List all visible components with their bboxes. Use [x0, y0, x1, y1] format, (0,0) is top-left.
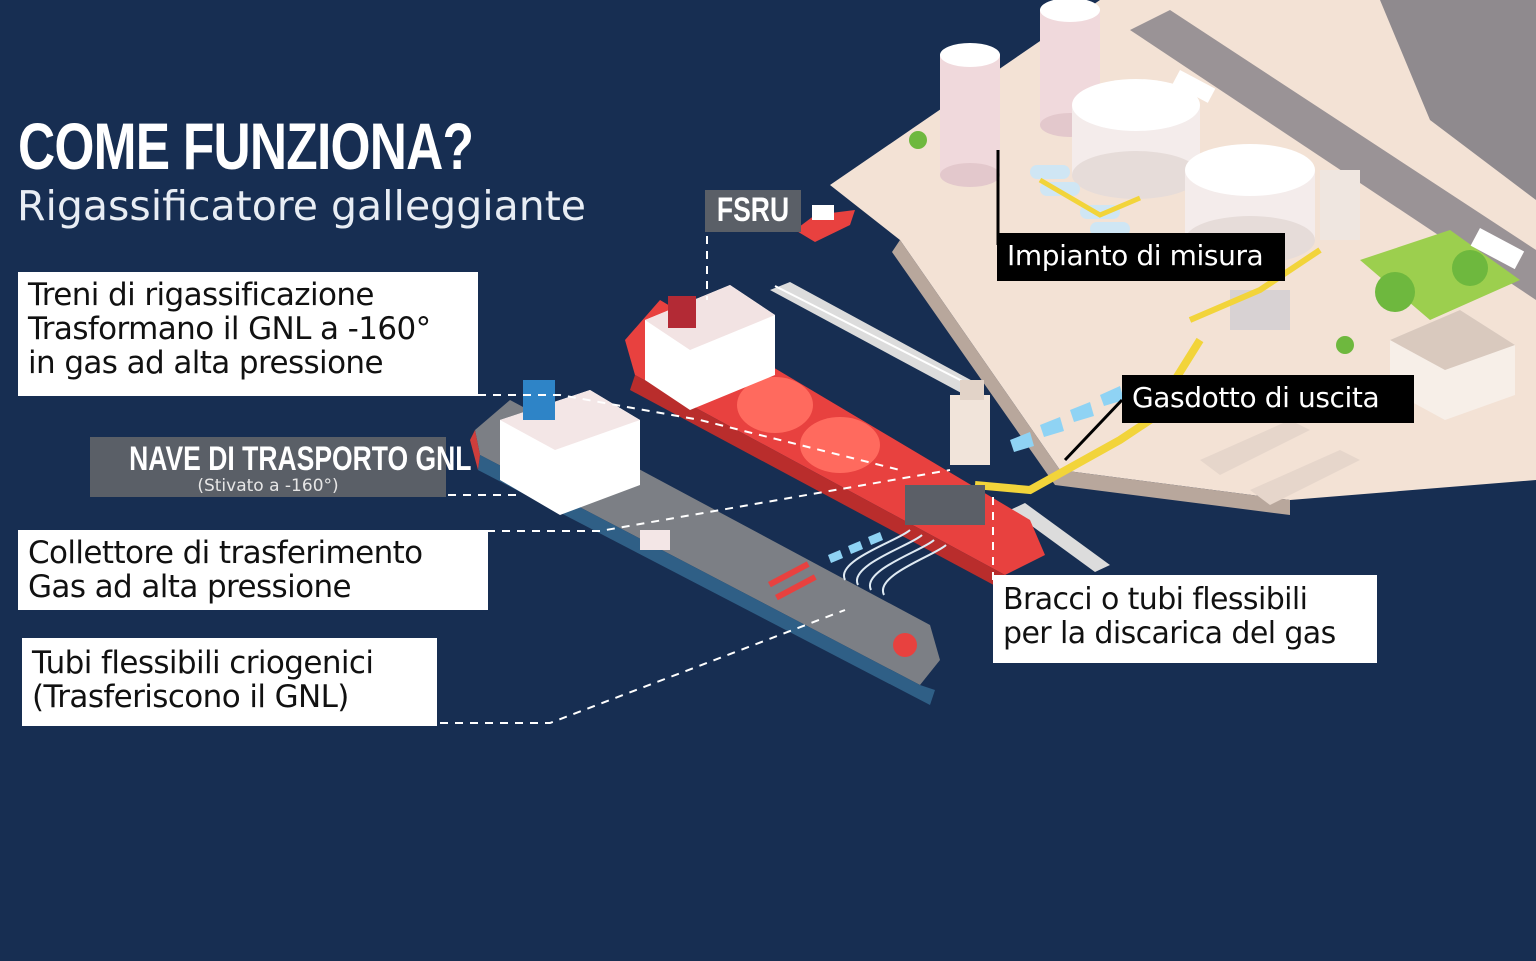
tug-boat [795, 205, 855, 242]
leader-lines [440, 236, 994, 724]
label-fsru-text: FSRU [716, 191, 790, 229]
label-nave-trasporto: NAVE DI TRASPORTO GNL (Stivato a -160°) [90, 437, 472, 497]
label-line: Collettore di trasferimento [28, 535, 423, 571]
label-impianto-misura: Impianto di misura [997, 233, 1285, 281]
flexible-hoses [843, 529, 947, 596]
label-gasdotto-uscita: Gasdotto di uscita [1122, 375, 1414, 423]
flow-arrows [828, 386, 1124, 563]
page-subtitle: Rigassificatore galleggiante [17, 182, 587, 230]
label-bracci-flessibili: Bracci o tubi flessibili per la discaric… [993, 575, 1377, 663]
callout-lines [996, 150, 1124, 462]
fsru-ship [625, 285, 1045, 590]
label-line: (Trasferiscono il GNL) [32, 679, 349, 715]
label-line: Treni di rigassificazione [28, 277, 374, 313]
page-title: COME FUNZIONA? [18, 109, 474, 183]
lng-carrier [470, 380, 940, 705]
storage-tanks [940, 0, 1360, 330]
label-fsru: FSRU [705, 190, 801, 232]
label-collettore: Collettore di trasferimento Gas ad alta … [18, 530, 488, 610]
label-line: Gas ad alta pressione [28, 569, 352, 605]
jetty [770, 282, 1110, 572]
label-line: Trasformano il GNL a -160° [28, 311, 431, 347]
label-nave-title: NAVE DI TRASPORTO GNL [129, 440, 472, 478]
label-tubi-criogenici: Tubi flessibili criogenici (Trasferiscon… [22, 638, 437, 726]
label-line: Bracci o tubi flessibili [1003, 582, 1308, 617]
label-line: in gas ad alta pressione [28, 345, 384, 381]
label-treni-rigassificazione: Treni di rigassificazione Trasformano il… [18, 272, 478, 396]
label-line: Tubi flessibili criogenici [32, 645, 374, 681]
label-nave-sub: (Stivato a -160°) [197, 476, 339, 496]
label-line: per la discarica del gas [1003, 616, 1336, 651]
